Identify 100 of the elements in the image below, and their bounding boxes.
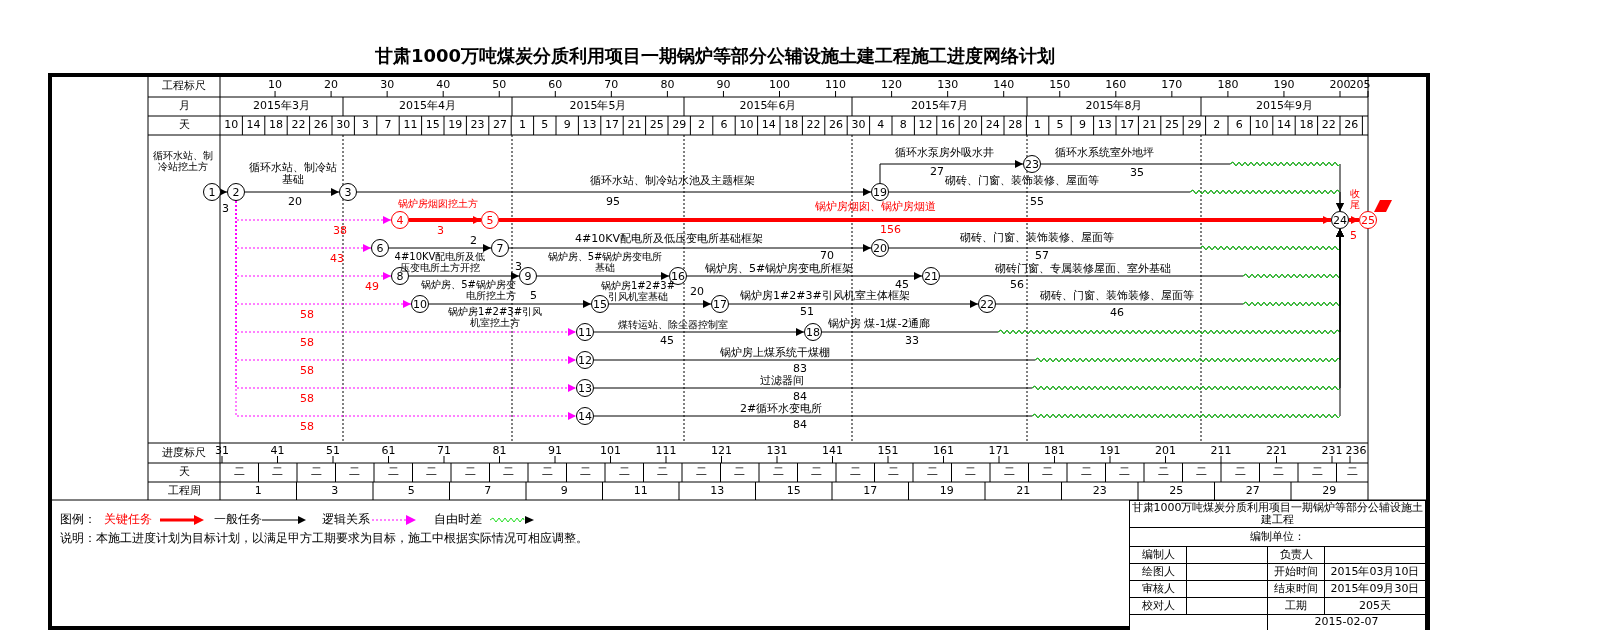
task-label: 砌砖门窗、专属装修屋面、室外基础 [995, 263, 1171, 276]
month-label: 2015年3月 [253, 100, 310, 113]
table-cell: 2015年03月10日 [1325, 564, 1425, 580]
arrow [608, 300, 712, 308]
day-label: 26 [829, 119, 843, 132]
week-marker: 二 [1273, 466, 1285, 479]
month-label: 2015年4月 [399, 100, 456, 113]
arrow [686, 272, 923, 280]
week-number: 27 [1245, 485, 1260, 498]
float-value: 58 [300, 421, 314, 434]
task-label: 锅炉房 煤-1煤-2通廊 [828, 318, 931, 331]
scale-tick-label: 190 [1273, 79, 1295, 92]
week-number: 17 [863, 485, 878, 498]
duration-label: 2 [470, 235, 477, 248]
table-cell: 开始时间 [1268, 564, 1324, 580]
scale-tick-label: 236 [1345, 445, 1367, 458]
day-label: 24 [985, 119, 1000, 132]
arrow [356, 188, 872, 196]
scale-tick-label: 221 [1266, 445, 1287, 458]
day-label: 9 [563, 119, 571, 132]
week-marker: 二 [1157, 466, 1169, 479]
day-label: 18 [1299, 119, 1314, 132]
table-cell: 结束时间 [1268, 581, 1324, 597]
float-value: 58 [300, 393, 314, 406]
scale-tick-label: 131 [766, 445, 788, 458]
task-label: 煤转运站、除尘器控制室 [618, 319, 728, 330]
duration-label: 3 [515, 261, 522, 274]
day-label: 26 [313, 119, 328, 132]
month-label: 2015年9月 [1256, 100, 1313, 113]
day-label: 5 [1056, 119, 1064, 132]
day-label: 22 [1321, 119, 1336, 132]
day-label: 20 [963, 119, 978, 132]
scale-tick-label: 130 [937, 79, 959, 92]
critical-arrow [409, 216, 481, 224]
week-number: 9 [560, 485, 568, 498]
legend-label: 关键任务 [104, 513, 152, 527]
week-marker: 二 [926, 466, 938, 479]
month-label: 2015年5月 [569, 100, 627, 113]
row-header: 进度标尺 [162, 447, 206, 460]
task-label: 循环水泵房外吸水井 [895, 147, 994, 160]
scale-tick-label: 71 [437, 445, 451, 458]
task-label: 锅炉房烟囱挖土方 [398, 198, 478, 209]
day-label: 1 [518, 119, 526, 132]
day-label: 17 [1120, 119, 1135, 132]
week-marker: 二 [580, 466, 592, 479]
week-marker: 二 [1234, 466, 1246, 479]
day-label: 11 [403, 119, 418, 132]
row-header: 工程周 [167, 485, 201, 498]
task-label: 锅炉房烟囱、锅炉房烟道 [815, 201, 936, 214]
week-number: 19 [939, 485, 954, 498]
scale-tick-label: 231 [1321, 445, 1343, 458]
scale-tick-label: 160 [1105, 79, 1127, 92]
day-label: 13 [1097, 119, 1112, 132]
day-label: 22 [806, 119, 821, 132]
week-number: 5 [407, 485, 415, 498]
day-label: 10 [1254, 119, 1269, 132]
scale-tick-label: 100 [769, 79, 790, 92]
week-marker: 二 [464, 466, 476, 479]
table-cell: 甘肃1000万吨煤炭分质利用项目一期锅炉等部分公辅设施土建工程 [1130, 501, 1425, 527]
task-label: 循环水站、制冷站基础 [248, 162, 338, 187]
task-label: 锅炉房上煤系统干煤棚 [720, 347, 830, 360]
scale-tick-label: 30 [380, 79, 395, 92]
scale-tick-label: 101 [600, 445, 621, 458]
scale-tick-label: 141 [822, 445, 843, 458]
table-cell: 编制人 [1130, 547, 1186, 563]
float-value: 38 [333, 225, 347, 238]
scale-tick-label: 61 [381, 445, 396, 458]
day-label: 12 [918, 119, 933, 132]
task-label: 收尾 [1350, 188, 1360, 210]
day-label: 29 [672, 119, 687, 132]
week-marker: 二 [1196, 466, 1208, 479]
scale-tick-label: 20 [324, 79, 339, 92]
day-label: 10 [739, 119, 754, 132]
day-label: 28 [1008, 119, 1023, 132]
day-label: 19 [448, 119, 463, 132]
task-label: 砌砖、门窗、装饰装修、屋面等 [1040, 290, 1194, 303]
table-cell: 205天 [1325, 598, 1425, 614]
week-number: 25 [1169, 485, 1184, 498]
table-cell: 负责人 [1268, 547, 1324, 563]
critical-arrow [1349, 216, 1359, 224]
row-header: 工程标尺 [162, 80, 206, 93]
week-marker: 二 [811, 466, 823, 479]
scale-tick-label: 205 [1349, 79, 1371, 92]
week-marker: 二 [734, 466, 746, 479]
scale-tick-label: 91 [548, 445, 562, 458]
duration-label: 83 [793, 363, 807, 375]
week-marker: 二 [541, 466, 553, 479]
critical-arrow [499, 216, 1331, 224]
scale-tick-label: 50 [492, 79, 507, 92]
row-header: 天 [178, 119, 190, 132]
scale-tick-label: 80 [660, 79, 675, 92]
duration-label: 156 [880, 224, 901, 237]
duration-label: 33 [905, 335, 919, 348]
day-label: 15 [425, 119, 440, 132]
day-label: 18 [784, 119, 799, 132]
month-label: 2015年8月 [1085, 100, 1143, 113]
scale-tick-label: 110 [825, 79, 847, 92]
scale-tick-label: 211 [1210, 445, 1232, 458]
day-label: 17 [605, 119, 619, 132]
scale-tick-label: 111 [655, 445, 677, 458]
